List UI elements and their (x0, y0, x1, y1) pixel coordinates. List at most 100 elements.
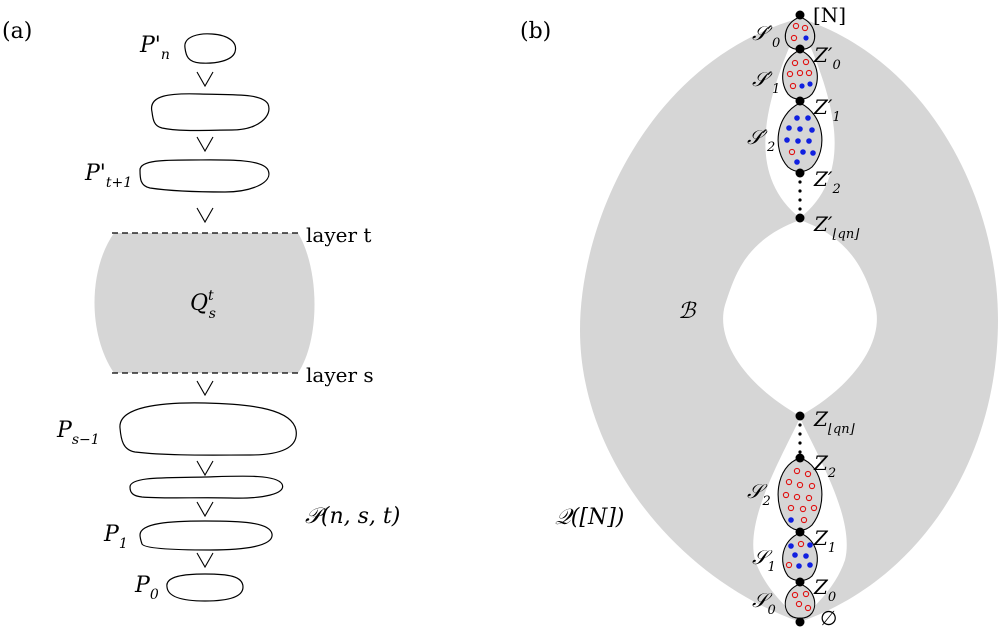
red-point (802, 590, 810, 598)
blue-point (797, 126, 803, 132)
label-empty: ∅ (820, 606, 837, 630)
node-z0-prime (795, 44, 805, 54)
red-point (793, 467, 801, 475)
ellipsis-dot (798, 198, 802, 202)
label-n: [N] (813, 3, 846, 27)
region-q-n (580, 18, 998, 622)
red-point (788, 148, 796, 156)
blue-point (788, 517, 794, 523)
blue-point (803, 553, 809, 559)
label-p-0: P0 (134, 573, 159, 603)
red-point (808, 482, 816, 490)
red-point (785, 478, 793, 486)
arrow-v7 (196, 552, 214, 569)
red-point (804, 604, 812, 612)
label-s1-prime: 𝒮′1 (752, 67, 780, 97)
red-point (800, 516, 808, 524)
blue-point (807, 81, 813, 87)
label-family-p: 𝒫(n, s, t) (305, 504, 400, 529)
red-point (786, 70, 794, 78)
label-layer-s: layer s (306, 363, 374, 387)
label-s0-prime: 𝒮′0 (752, 21, 780, 51)
blue-point (807, 542, 813, 548)
red-point (790, 34, 798, 42)
red-point (789, 82, 797, 90)
red-point (804, 470, 812, 478)
label-zqn: Z⌊qn⌋ (813, 407, 856, 437)
arrow-v3 (196, 207, 214, 224)
label-layer-t: layer t (306, 223, 371, 247)
ellipsis-dot (798, 432, 802, 436)
panel-b: (b) (520, 3, 998, 630)
red-point (805, 494, 813, 502)
blob-p-0 (166, 573, 244, 602)
red-point (793, 493, 801, 501)
node-empty (795, 617, 805, 627)
ellipsis-dot (798, 441, 802, 445)
blob-p-s1 (119, 402, 297, 456)
blob-p-n (184, 33, 237, 64)
blob-p-mid (151, 93, 270, 132)
node-z2 (795, 453, 805, 463)
label-p-s1: Ps−1 (56, 418, 100, 448)
blob-p-t1 (139, 159, 270, 193)
red-point (792, 22, 800, 30)
arrow-v1 (196, 71, 214, 88)
node-zqn-prime (795, 213, 805, 223)
blue-point (784, 137, 790, 143)
blue-point (788, 543, 794, 549)
red-point (785, 561, 793, 569)
red-point (796, 69, 804, 77)
label-z1: Z1 (813, 526, 836, 556)
node-z1 (795, 527, 805, 537)
blue-point (806, 138, 812, 144)
blob-p-1 (139, 520, 273, 551)
panel-b-tag: (b) (520, 19, 551, 44)
label-p-n: P'n (139, 33, 170, 63)
node-z1-prime (795, 96, 805, 106)
label-p-1: P1 (103, 522, 128, 552)
ellipsis-dot (798, 189, 802, 193)
label-z0: Z0 (813, 575, 836, 605)
arrow-v4 (196, 380, 214, 397)
red-point (796, 481, 804, 489)
blue-point (794, 159, 800, 165)
label-p-t1: P't+1 (84, 161, 132, 191)
label-q-n: 𝒬([N]) (555, 505, 624, 530)
ellipsis-dot (798, 180, 802, 184)
blob-s1 (782, 532, 818, 582)
blue-point (799, 83, 805, 89)
blue-point (800, 149, 806, 155)
red-point (795, 600, 803, 608)
region-q-ts (94, 233, 315, 373)
blue-point (809, 127, 815, 133)
red-point (791, 591, 799, 599)
node-z0 (795, 577, 805, 587)
blue-point (792, 552, 798, 558)
label-z1-prime: Z′1 (813, 95, 841, 125)
ellipsis-dot (798, 450, 802, 454)
red-point (799, 505, 807, 513)
red-point (801, 24, 809, 32)
blue-point (807, 562, 813, 568)
node-zqn (795, 411, 805, 421)
red-point (782, 491, 790, 499)
blue-point (794, 115, 800, 121)
arrow-v6 (196, 501, 214, 518)
blue-point (795, 138, 801, 144)
label-s2-prime: 𝒮′2 (747, 125, 775, 155)
blob-p-2 (129, 475, 284, 499)
arrow-v2 (196, 136, 214, 153)
red-point (805, 69, 813, 77)
blue-point (803, 35, 809, 41)
blue-point (805, 115, 811, 121)
arrow-v5 (196, 460, 214, 477)
ellipsis-dot (798, 207, 802, 211)
label-zqn-prime: Z′⌊qn⌋ (813, 212, 860, 242)
red-point (802, 58, 810, 66)
label-z2-prime: Z′2 (813, 167, 841, 197)
red-point (791, 59, 799, 67)
